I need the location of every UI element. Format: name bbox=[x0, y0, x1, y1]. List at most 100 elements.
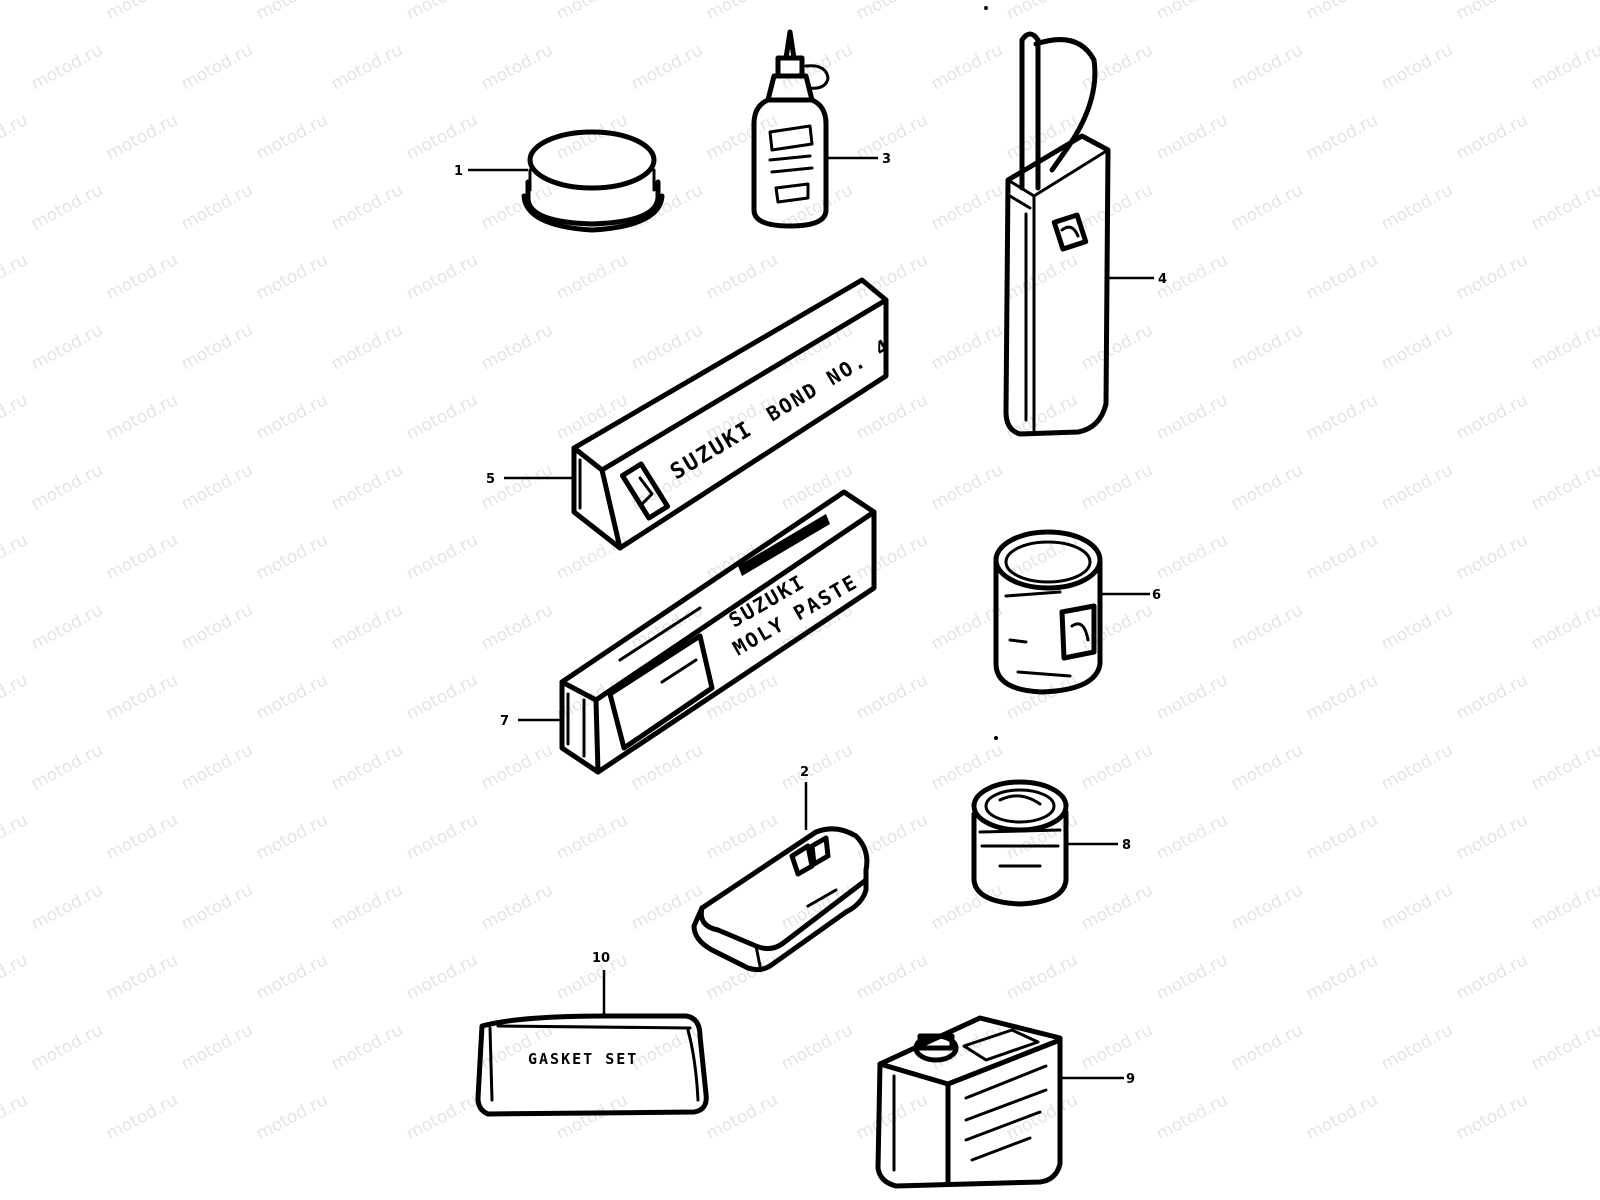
watermark-text: motod.ru bbox=[1378, 320, 1456, 374]
watermark-text: motod.ru bbox=[928, 320, 1006, 374]
watermark-text: motod.ru bbox=[1078, 180, 1156, 234]
watermark-text: motod.ru bbox=[403, 0, 481, 24]
watermark-text: motod.ru bbox=[178, 740, 256, 794]
watermark-text: motod.ru bbox=[1453, 390, 1531, 444]
watermark-text: motod.ru bbox=[403, 530, 481, 584]
item-4-oil-can: 4 bbox=[1003, 31, 1167, 437]
watermark-text: motod.ru bbox=[853, 0, 931, 24]
watermark-text: motod.ru bbox=[1303, 530, 1381, 584]
watermark-text: motod.ru bbox=[703, 0, 781, 24]
watermark-text: motod.ru bbox=[103, 1090, 181, 1144]
watermark-text: motod.ru bbox=[1078, 460, 1156, 514]
watermark-text: motod.ru bbox=[853, 250, 931, 304]
watermark-text: motod.ru bbox=[328, 320, 406, 374]
watermark-text: motod.ru bbox=[1303, 670, 1381, 724]
watermark-text: motod.ru bbox=[28, 40, 106, 94]
watermark-text: motod.ru bbox=[1378, 1020, 1456, 1074]
item-6-tin-can: 6 bbox=[993, 529, 1161, 695]
watermark-text: motod.ru bbox=[103, 110, 181, 164]
watermark-text: motod.ru bbox=[28, 1020, 106, 1074]
watermark-text: motod.ru bbox=[478, 180, 556, 234]
watermark-text: motod.ru bbox=[1153, 810, 1231, 864]
watermark-text: motod.ru bbox=[478, 740, 556, 794]
watermark-text: motod.ru bbox=[178, 180, 256, 234]
watermark-text: motod.ru bbox=[178, 40, 256, 94]
watermark-text: motod.ru bbox=[1228, 40, 1306, 94]
watermark-text: motod.ru bbox=[1528, 40, 1600, 94]
watermark-text: motod.ru bbox=[328, 40, 406, 94]
watermark-text: motod.ru bbox=[253, 530, 331, 584]
watermark-text: motod.ru bbox=[1378, 180, 1456, 234]
watermark-text: motod.ru bbox=[328, 180, 406, 234]
watermark-text: motod.ru bbox=[1228, 600, 1306, 654]
watermark-text: motod.ru bbox=[1003, 0, 1081, 24]
watermark-text: motod.ru bbox=[1153, 110, 1231, 164]
watermark-text: motod.ru bbox=[1153, 390, 1231, 444]
watermark-text: motod.ru bbox=[28, 880, 106, 934]
watermark-text: motod.ru bbox=[1528, 740, 1600, 794]
watermark-text: motod.ru bbox=[1303, 390, 1381, 444]
watermark-text: motod.ru bbox=[403, 1090, 481, 1144]
watermark-text: motod.ru bbox=[1453, 1090, 1531, 1144]
watermark-text: motod.ru bbox=[0, 0, 31, 24]
watermark-text: motod.ru bbox=[1228, 320, 1306, 374]
watermark-text: motod.ru bbox=[628, 740, 706, 794]
watermark-text: motod.ru bbox=[1453, 670, 1531, 724]
watermark-text: motod.ru bbox=[853, 1090, 931, 1144]
watermark-text: motod.ru bbox=[703, 950, 781, 1004]
watermark-text: motod.ru bbox=[0, 950, 31, 1004]
watermark-text: motod.ru bbox=[103, 530, 181, 584]
watermark-text: motod.ru bbox=[103, 950, 181, 1004]
watermark-text: motod.ru bbox=[853, 950, 931, 1004]
watermark-text: motod.ru bbox=[1153, 0, 1231, 24]
watermark-layer: motod.ru motod.ru motod.ru motod.ru motod.ru… bbox=[0, 0, 1600, 1144]
watermark-text: motod.ru bbox=[1303, 0, 1381, 24]
callout-6: 6 bbox=[1152, 588, 1161, 603]
watermark-text: motod.ru bbox=[1303, 950, 1381, 1004]
watermark-text: motod.ru bbox=[1303, 250, 1381, 304]
watermark-text: motod.ru bbox=[853, 110, 931, 164]
item-2-flat-box: 2 bbox=[691, 765, 870, 973]
watermark-text: motod.ru bbox=[328, 880, 406, 934]
watermark-text: motod.ru bbox=[1378, 600, 1456, 654]
watermark-text: motod.ru bbox=[703, 810, 781, 864]
watermark-text: motod.ru bbox=[0, 810, 31, 864]
watermark-text: motod.ru bbox=[403, 110, 481, 164]
watermark-text: motod.ru bbox=[628, 180, 706, 234]
watermark-text: motod.ru bbox=[0, 250, 31, 304]
watermark-text: motod.ru bbox=[1078, 740, 1156, 794]
watermark-text: motod.ru bbox=[28, 740, 106, 794]
watermark-text: motod.ru bbox=[1303, 810, 1381, 864]
watermark-text: motod.ru bbox=[1528, 600, 1600, 654]
watermark-text: motod.ru bbox=[1378, 880, 1456, 934]
watermark-text: motod.ru bbox=[1528, 320, 1600, 374]
watermark-text: motod.ru bbox=[1003, 390, 1081, 444]
gasket-set-text: GASKET SET bbox=[528, 1050, 638, 1068]
watermark-text: motod.ru bbox=[1078, 40, 1156, 94]
watermark-text: motod.ru bbox=[253, 950, 331, 1004]
watermark-text: motod.ru bbox=[928, 40, 1006, 94]
watermark-text: motod.ru bbox=[1228, 1020, 1306, 1074]
watermark-text: motod.ru bbox=[0, 1090, 31, 1144]
watermark-text: motod.ru bbox=[178, 880, 256, 934]
watermark-text: motod.ru bbox=[478, 600, 556, 654]
watermark-text: motod.ru bbox=[1303, 110, 1381, 164]
watermark-text: motod.ru bbox=[1453, 810, 1531, 864]
watermark-text: motod.ru bbox=[1453, 110, 1531, 164]
watermark-text: motod.ru bbox=[1228, 180, 1306, 234]
watermark-text: motod.ru bbox=[1003, 670, 1081, 724]
watermark-text: motod.ru bbox=[1453, 0, 1531, 24]
watermark-text: motod.ru bbox=[1378, 740, 1456, 794]
watermark-text: motod.ru bbox=[853, 390, 931, 444]
watermark-text: motod.ru bbox=[1303, 1090, 1381, 1144]
item-8-small-can: 8 bbox=[971, 779, 1131, 907]
watermark-text: motod.ru bbox=[28, 320, 106, 374]
watermark-text: motod.ru bbox=[403, 250, 481, 304]
watermark-text: motod.ru bbox=[253, 670, 331, 724]
watermark-text: motod.ru bbox=[1453, 250, 1531, 304]
watermark-text: motod.ru bbox=[1453, 530, 1531, 584]
callout-8: 8 bbox=[1122, 838, 1131, 853]
watermark-text: motod.ru bbox=[253, 810, 331, 864]
item-5-bond-box: SUZUKI BOND NO. 4 5 bbox=[486, 277, 895, 551]
watermark-text: motod.ru bbox=[253, 110, 331, 164]
